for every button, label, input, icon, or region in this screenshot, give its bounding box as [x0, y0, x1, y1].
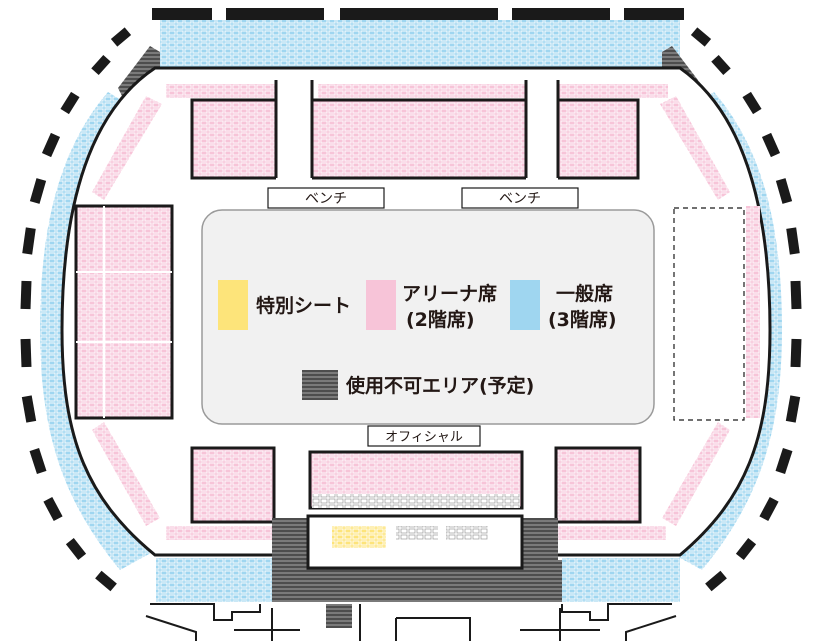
official-box: [367, 425, 481, 447]
bench-box-left: [267, 187, 385, 209]
bench-label-left: ベンチ: [305, 191, 347, 207]
arena-block-north-center[interactable]: [310, 98, 528, 180]
arena-seats-nw-wedge[interactable]: [92, 96, 162, 200]
arena-seats-south-center-white: [312, 494, 520, 508]
legend-label-arena-2: (2階席): [406, 308, 475, 331]
legend-label-general-1: 一般席: [556, 282, 613, 305]
arena-seats-top-center[interactable]: [318, 84, 526, 98]
stage-area-east: [673, 207, 745, 421]
legend-label-arena-1: アリーナ席: [402, 282, 497, 305]
arena-seats-bottom-left[interactable]: [166, 526, 274, 540]
bench-label-right: ベンチ: [499, 191, 541, 207]
general-seats-top[interactable]: [160, 20, 680, 68]
official-label: オフィシャル: [385, 430, 463, 445]
arena-seats-top-left[interactable]: [166, 84, 276, 98]
legend-label-general-2: (3階席): [548, 308, 617, 331]
arena-block-south-left[interactable]: [190, 446, 276, 524]
arena-block-south-right[interactable]: [554, 446, 642, 524]
unavailable-area-south-left: [272, 518, 308, 560]
legend-swatch-arena: [366, 280, 396, 330]
legend-swatch-special: [218, 280, 248, 330]
building-entrance-outline: [145, 603, 677, 641]
arena-block-north-left[interactable]: [190, 98, 278, 180]
south-seats-white-2: [446, 526, 488, 540]
arena-seating: [74, 80, 760, 540]
unavailable-area-south-right: [522, 518, 558, 560]
general-seats-bottom-right[interactable]: [562, 558, 680, 602]
legend-label-unavailable: 使用不可エリア(予定): [345, 374, 534, 397]
general-seats-bottom-left[interactable]: [156, 558, 274, 602]
arena-block-north-right[interactable]: [556, 98, 640, 180]
south-seats-white-1: [396, 526, 438, 540]
arena-seats-ne-wedge[interactable]: [660, 96, 730, 200]
legend: 特別シート アリーナ席 (2階席) 一般席 (3階席) 使用不可エリア(予定): [218, 280, 617, 400]
arena-seats-sw-wedge[interactable]: [92, 422, 160, 526]
arena-seats-se-wedge[interactable]: [662, 422, 730, 526]
legend-label-special: 特別シート: [256, 295, 351, 317]
arena-block-west[interactable]: [74, 204, 174, 420]
special-seats[interactable]: [332, 526, 386, 548]
legend-swatch-unavailable: [302, 370, 338, 400]
general-seats-left[interactable]: [40, 92, 160, 570]
outer-rim: [20, 8, 802, 592]
arena-seats-top-right[interactable]: [558, 84, 668, 98]
bench-box-right: [461, 187, 579, 209]
arena-seats-bottom-right[interactable]: [558, 526, 666, 540]
arena-seats-east[interactable]: [746, 206, 760, 418]
legend-swatch-general: [510, 280, 540, 330]
